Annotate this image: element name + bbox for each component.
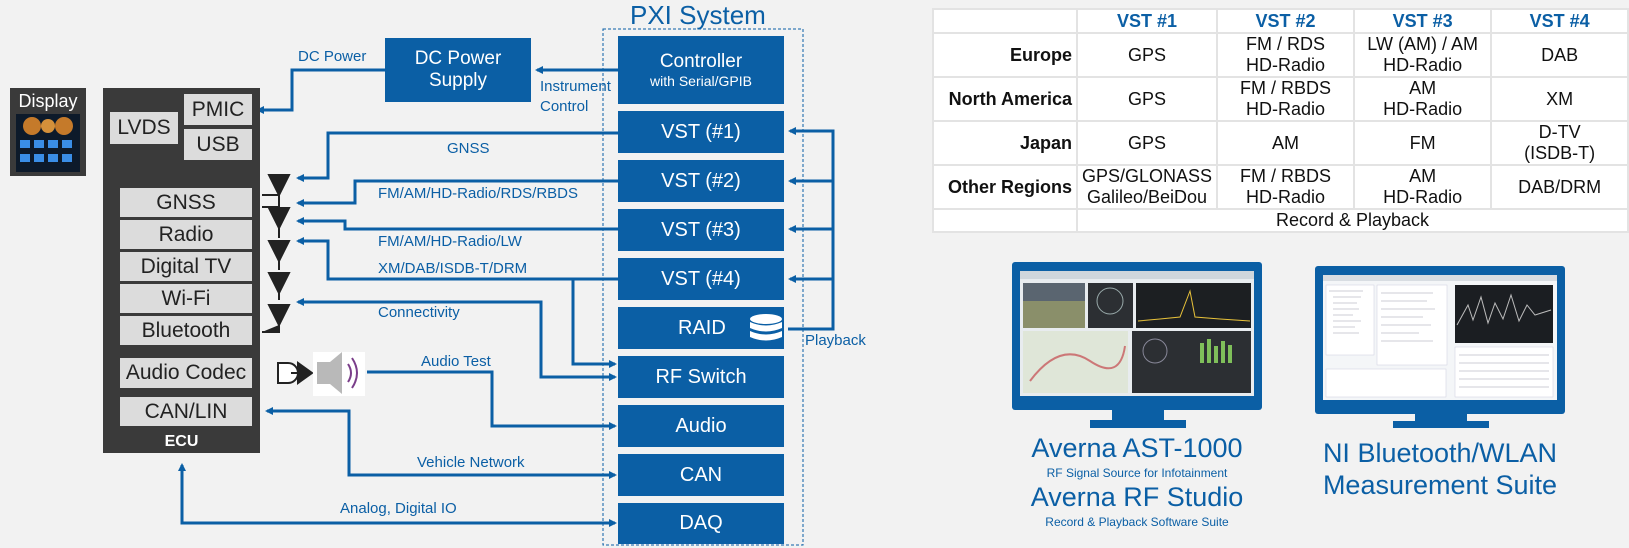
database-icon (749, 314, 782, 341)
ecu-radio: Radio (120, 220, 252, 249)
ecu-wifi: Wi-Fi (120, 284, 252, 313)
dc-power-supply: DC Power Supply (385, 38, 531, 102)
studio-title: Averna RF Studio (1030, 482, 1244, 512)
label-xm-dab: XM/DAB/ISDB-T/DRM (378, 260, 528, 277)
module-audio: Audio (618, 405, 784, 447)
table-region-other: Other Regions (932, 164, 1078, 210)
table-region-europe: Europe (932, 32, 1078, 78)
table-cell: GPS (1075, 120, 1219, 166)
controller-module: Controller with Serial/GPIB (618, 36, 784, 104)
table-cell: D-TV (ISDB-T) (1490, 120, 1629, 166)
label-gnss: GNSS (447, 140, 490, 157)
label-analog-io: Analog, Digital IO (340, 500, 457, 517)
label-instrument-control: Instrument Control (540, 78, 611, 115)
table-header-vst1: VST #1 (1075, 8, 1219, 34)
ecu-pmic: PMIC (184, 94, 252, 125)
module-vst-4: VST (#4) (618, 258, 784, 300)
module-rf-switch: RF Switch (618, 356, 784, 398)
ecu-digital-tv: Digital TV (120, 252, 252, 281)
label-playback: Playback (805, 332, 866, 349)
label-dc-power: DC Power (298, 48, 367, 65)
speaker-icon (313, 352, 365, 396)
connection-lines (178, 28, 835, 546)
display-panel: Display (10, 88, 86, 176)
ni-monitor (1315, 266, 1565, 414)
raid-label: RAID (678, 316, 726, 339)
ecu-can-lin: CAN/LIN (120, 397, 252, 426)
averna-monitor-base (1090, 420, 1186, 428)
table-header-vst2: VST #2 (1216, 8, 1355, 34)
dc-power-line1: DC Power (414, 48, 502, 69)
table-header-empty (932, 8, 1078, 34)
module-vst-3: VST (#3) (618, 209, 784, 251)
ecu-usb: USB (184, 129, 252, 160)
ecu-audio-codec: Audio Codec (120, 358, 252, 388)
module-vst-1: VST (#1) (618, 111, 784, 153)
table-cell: AM HD-Radio (1352, 76, 1493, 122)
table-region-japan: Japan (932, 120, 1078, 166)
ecu-gnss: GNSS (120, 188, 252, 217)
controller-label: Controller (659, 51, 743, 72)
table-cell: LW (AM) / AM HD-Radio (1352, 32, 1493, 78)
vst-region-table: VST #1 VST #2 VST #3 VST #4 Europe GPS F… (932, 8, 1629, 233)
averna-monitor-stand (1112, 410, 1164, 422)
ni-monitor-base (1393, 421, 1489, 428)
table-cell: GPS (1075, 32, 1219, 78)
table-header-vst3: VST #3 (1352, 8, 1493, 34)
table-cell: XM (1490, 76, 1629, 122)
label-fm-lw: FM/AM/HD-Radio/LW (378, 233, 522, 250)
ni-title: NI Bluetooth/WLAN Measurement Suite (1322, 438, 1558, 500)
table-footer-empty (932, 208, 1078, 233)
table-cell: FM (1352, 120, 1493, 166)
dc-power-line2: Supply (428, 70, 488, 91)
label-connectivity: Connectivity (378, 304, 460, 321)
ecu-bluetooth: Bluetooth (120, 316, 252, 345)
module-daq: DAQ (618, 503, 784, 544)
display-screen-icon (16, 114, 80, 172)
table-region-north-america: North America (932, 76, 1078, 122)
module-raid: RAID (618, 307, 784, 349)
display-label: Display (18, 91, 78, 111)
averna-title: Averna AST-1000 (1031, 433, 1243, 463)
ni-screen-graphic (1323, 275, 1557, 398)
studio-subtitle: Record & Playback Software Suite (1045, 515, 1229, 529)
averna-subtitle: RF Signal Source for Infotainment (1046, 466, 1228, 480)
averna-screen-graphic (1020, 271, 1254, 393)
averna-screenshot (1020, 271, 1254, 396)
table-footer: Record & Playback (1076, 208, 1629, 233)
table-cell: GPS/GLONASS Galileo/BeiDou (1075, 164, 1219, 210)
module-vst-2: VST (#2) (618, 160, 784, 202)
table-cell: FM / RBDS HD-Radio (1216, 76, 1355, 122)
table-cell: DAB/DRM (1490, 164, 1629, 210)
table-cell: AM (1216, 120, 1355, 166)
controller-sublabel: with Serial/GPIB (650, 73, 752, 89)
table-header-vst4: VST #4 (1490, 8, 1629, 34)
label-audio-test: Audio Test (421, 353, 491, 370)
label-fm-rds: FM/AM/HD-Radio/RDS/RBDS (378, 185, 579, 202)
label-vehicle-network: Vehicle Network (417, 454, 525, 471)
table-cell: GPS (1075, 76, 1219, 122)
ni-screenshot (1323, 275, 1557, 400)
ecu-lvds: LVDS (110, 112, 178, 144)
table-cell: AM HD-Radio (1352, 164, 1493, 210)
pxi-title: PXI System (630, 0, 766, 30)
table-cell: DAB (1490, 32, 1629, 78)
ni-monitor-stand (1415, 414, 1467, 424)
ecu-label: ECU (164, 433, 199, 450)
table-cell: FM / RBDS HD-Radio (1216, 164, 1355, 210)
module-can: CAN (618, 454, 784, 496)
averna-monitor (1012, 262, 1262, 410)
table-cell: FM / RDS HD-Radio (1216, 32, 1355, 78)
